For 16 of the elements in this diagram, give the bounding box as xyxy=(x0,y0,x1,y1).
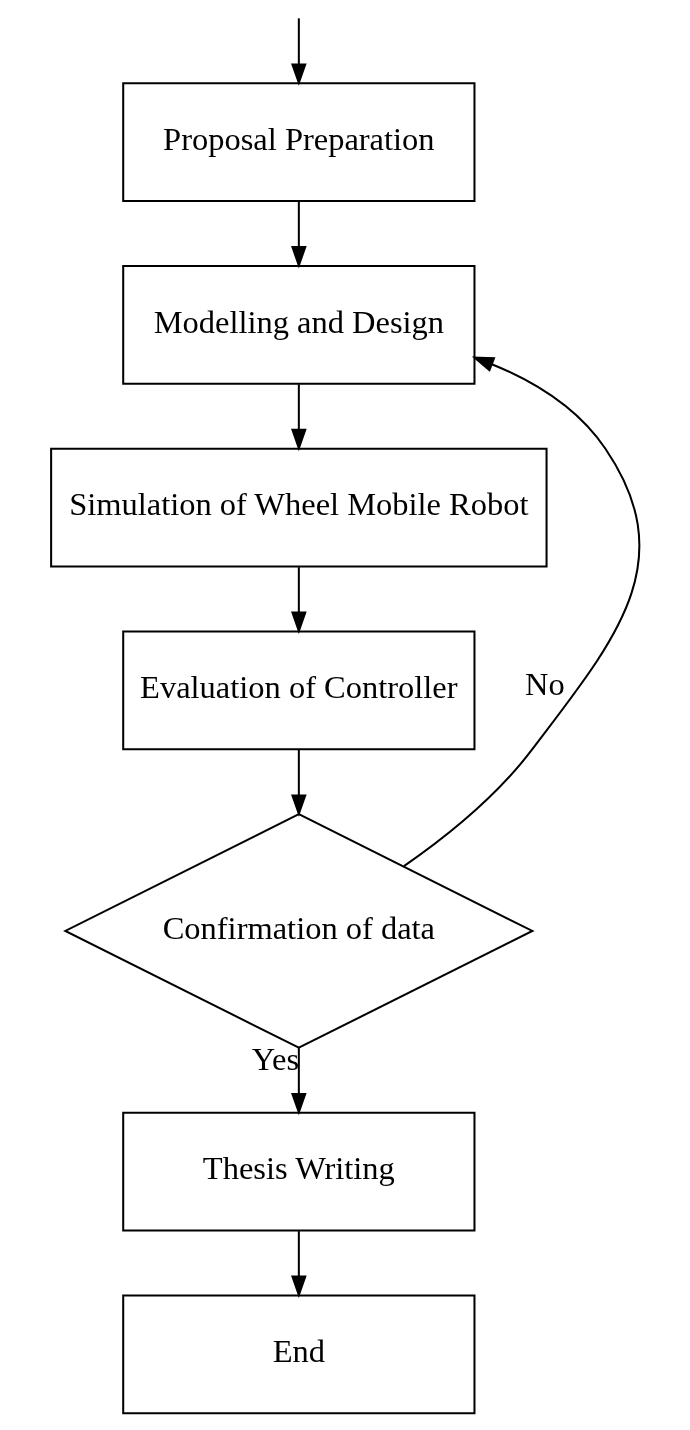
arrow xyxy=(290,567,307,634)
arrow xyxy=(290,384,307,452)
node-box: Simulation of Wheel Mobile Robot xyxy=(49,447,548,568)
edge-label: No xyxy=(524,666,565,703)
node-box: End xyxy=(121,1294,475,1415)
arrow xyxy=(290,201,307,269)
node-diamond: Confirmation of data xyxy=(62,813,535,1049)
arrow xyxy=(290,1231,307,1298)
arrow xyxy=(290,18,307,86)
node-box: Evaluation of Controller xyxy=(121,630,475,751)
arrow xyxy=(290,1047,307,1116)
arrow xyxy=(402,356,640,867)
node-box: Modelling and Design xyxy=(121,264,475,385)
arrow xyxy=(290,749,307,817)
node-box: Proposal Preparation xyxy=(121,82,475,203)
node-box: Thesis Writing xyxy=(121,1111,475,1232)
